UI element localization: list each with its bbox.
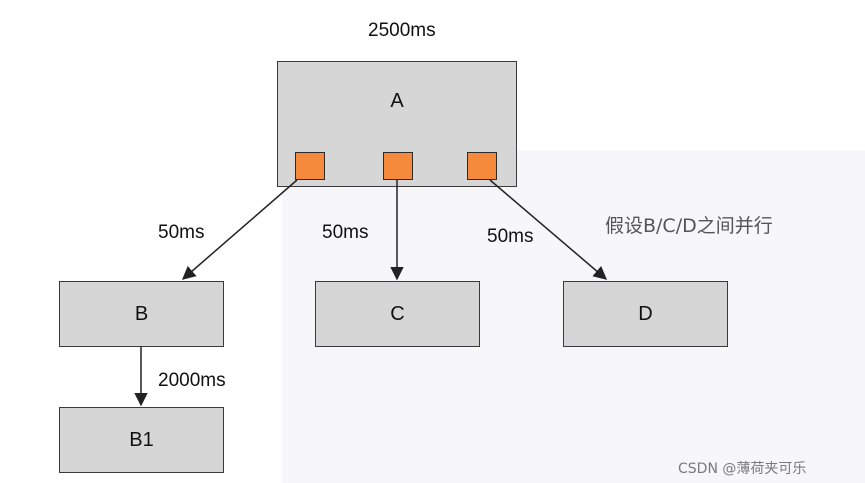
port-a-right — [467, 152, 497, 180]
node-d: D — [563, 281, 728, 347]
arrow-a-to-b — [181, 179, 298, 280]
node-c-label: C — [390, 302, 405, 325]
edge-label-a-to-b: 50ms — [158, 222, 205, 243]
edge-label-a-to-d: 50ms — [487, 226, 534, 247]
node-b-label: B — [134, 302, 149, 325]
port-a-left — [295, 152, 325, 180]
node-d-label: D — [638, 302, 653, 325]
arrow-a-to-d — [489, 179, 608, 280]
csdn-watermark: CSDN @薄荷夹可乐 — [678, 461, 807, 477]
port-a-center — [383, 152, 413, 180]
node-b1: B1 — [59, 407, 224, 473]
node-c: C — [315, 281, 480, 347]
node-a-label: A — [390, 90, 404, 112]
edge-label-a-to-c: 50ms — [322, 222, 369, 243]
total-duration-label: 2500ms — [368, 20, 436, 41]
parallel-note: 假设B/C/D之间并行 — [605, 215, 773, 237]
edge-label-b-to-b1: 2000ms — [158, 370, 226, 391]
node-b1-label: B1 — [129, 428, 154, 451]
node-b: B — [59, 281, 224, 347]
